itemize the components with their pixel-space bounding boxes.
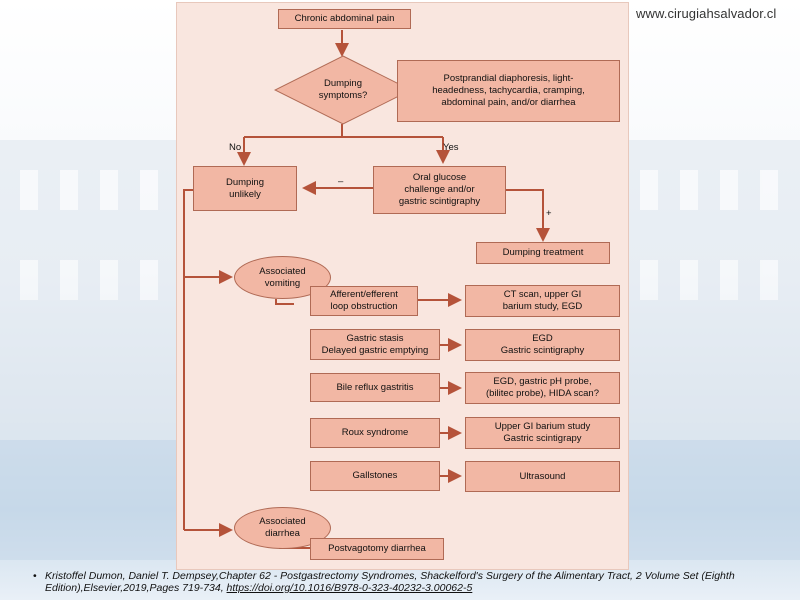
node-cause-gallstones: Gallstones	[310, 461, 440, 491]
node-cause-bile-reflux: Bile reflux gastritis	[310, 373, 440, 402]
connector-left-spine	[183, 189, 210, 530]
label-yes: Yes	[443, 142, 459, 153]
node-chronic-abdominal-pain: Chronic abdominal pain	[278, 9, 411, 29]
citation-text: Kristoffel Dumon, Daniel T. Dempsey,Chap…	[45, 570, 735, 594]
label-positive: +	[546, 208, 552, 219]
node-symptoms: Postprandial diaphoresis, light- headedn…	[397, 60, 620, 122]
node-cause-roux: Roux syndrome	[310, 418, 440, 448]
citation: • Kristoffel Dumon, Daniel T. Dempsey,Ch…	[33, 570, 785, 594]
node-cause-afferent-efferent: Afferent/efferent loop obstruction	[310, 286, 418, 316]
node-dumping-unlikely: Dumping unlikely	[193, 166, 297, 211]
node-dumping-treatment: Dumping treatment	[476, 242, 610, 264]
node-decision-diamond	[274, 55, 412, 125]
citation-doi-link[interactable]: https://doi.org/10.1016/B978-0-323-40232…	[226, 582, 473, 594]
label-no: No	[229, 142, 242, 153]
node-oral-glucose-test: Oral glucose challenge and/or gastric sc…	[373, 166, 506, 214]
citation-bullet: •	[33, 570, 37, 582]
node-workup-ultrasound: Ultrasound	[465, 461, 620, 492]
node-workup-egd-scintigraphy: EGD Gastric scintigraphy	[465, 329, 620, 361]
connector-vomiting-spine	[275, 299, 294, 305]
node-workup-upper-gi: Upper GI barium study Gastric scintigrap…	[465, 417, 620, 449]
node-workup-egd-ph-probe: EGD, gastric pH probe, (bilitec probe), …	[465, 372, 620, 404]
arrow-positive	[505, 189, 550, 242]
node-workup-ct-scan: CT scan, upper GI barium study, EGD	[465, 285, 620, 317]
decision-label: Dumping symptoms?	[318, 78, 368, 101]
node-cause-gastric-stasis: Gastric stasis Delayed gastric emptying	[310, 329, 440, 360]
watermark-url: www.cirugiahsalvador.cl	[636, 6, 777, 21]
node-postvagotomy-diarrhea: Postvagotomy diarrhea	[310, 538, 444, 560]
label-negative: –	[338, 176, 344, 187]
